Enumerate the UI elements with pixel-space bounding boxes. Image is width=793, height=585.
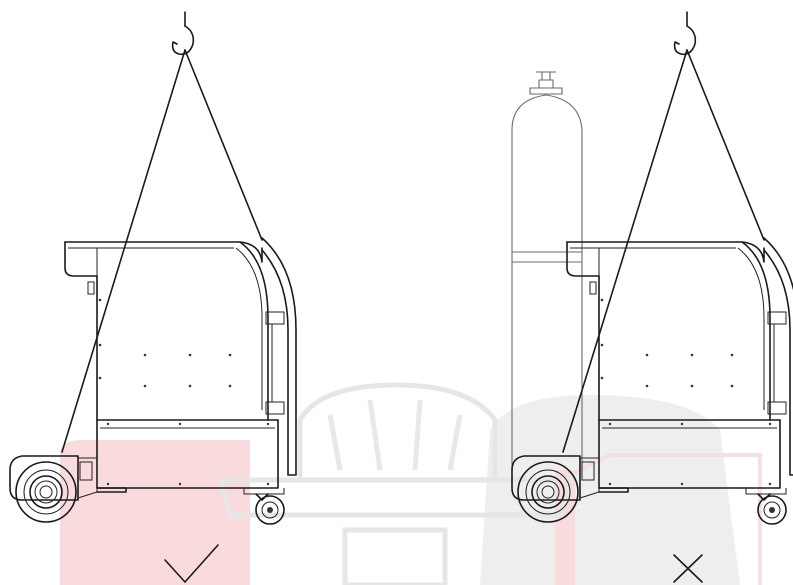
right-panel — [511, 11, 793, 583]
lifting-chain-left — [562, 49, 688, 453]
lifting-chain-right — [686, 49, 765, 241]
crane-hook-icon — [673, 11, 697, 56]
crane-hook-icon — [171, 11, 195, 56]
correct-mark — [164, 544, 219, 583]
left-panel — [9, 11, 297, 583]
gas-cylinder — [511, 71, 583, 470]
watermark — [60, 382, 762, 585]
lifting-chain-right — [184, 49, 263, 241]
lifting-chain-left — [61, 49, 186, 453]
wrong-mark — [673, 554, 703, 583]
